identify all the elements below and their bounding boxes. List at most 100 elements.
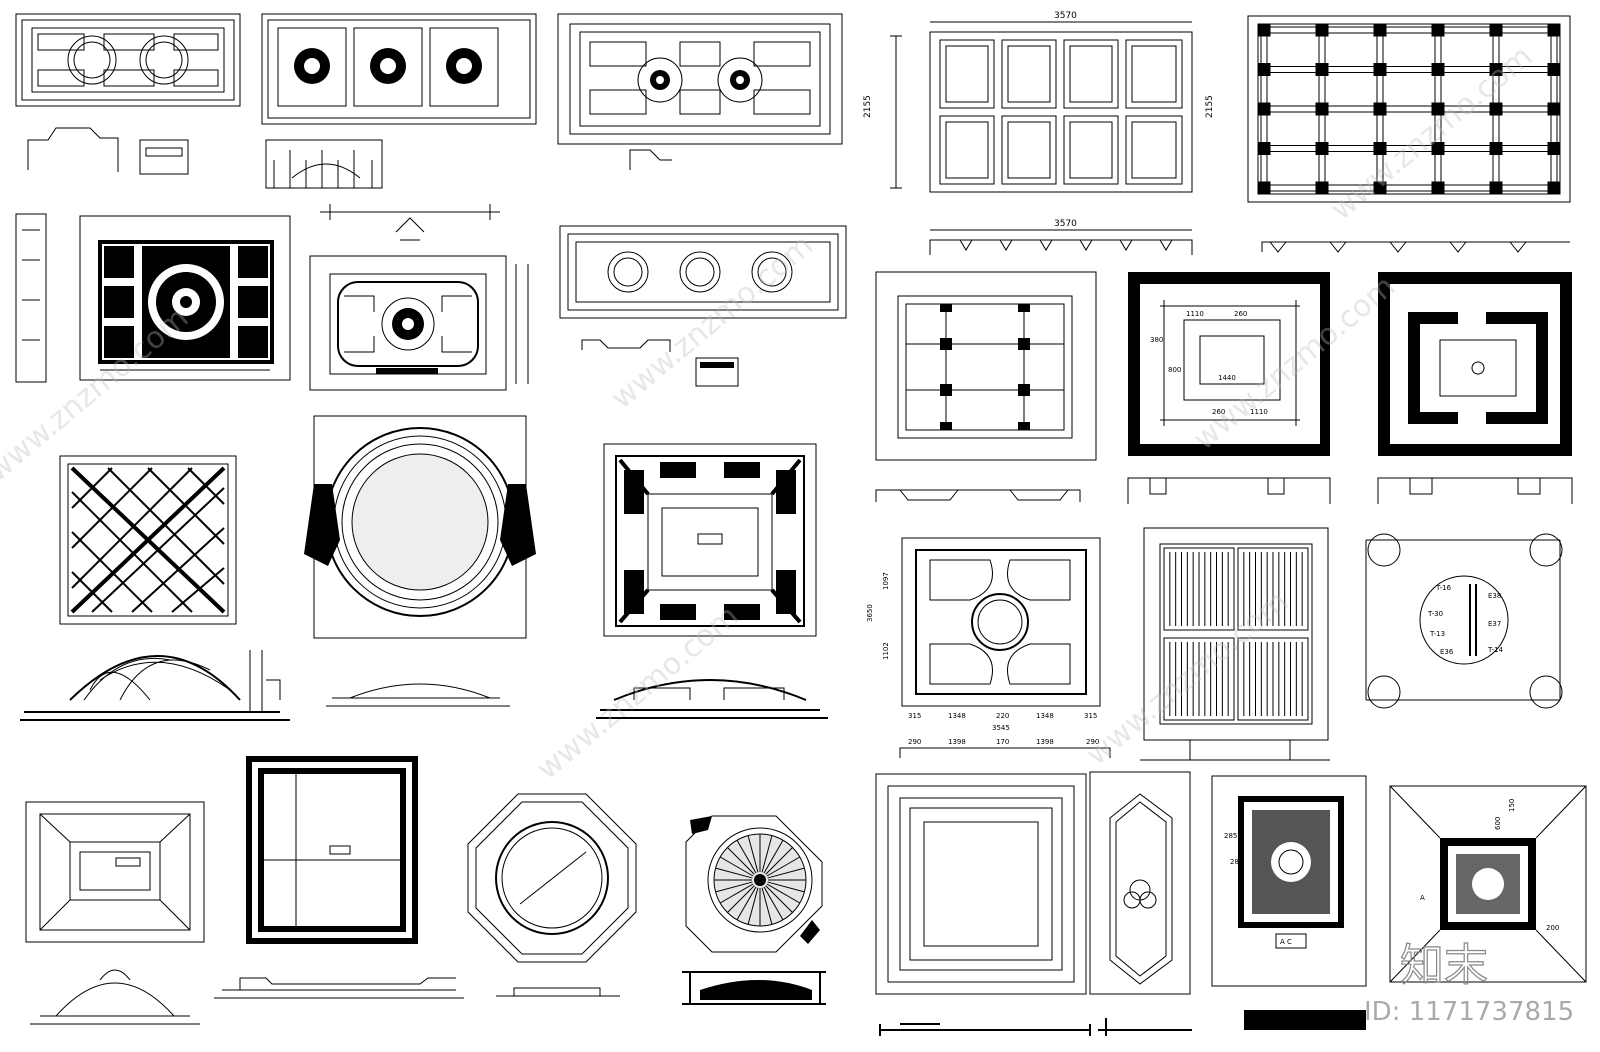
section-detail-callout: T-16 E38 T-30 E37 T-13 E36 T-14	[1365, 533, 1563, 709]
detail-t30: T-30	[1427, 610, 1443, 618]
radial-rib	[767, 881, 805, 893]
dim-ring-1398a: 1398	[948, 738, 966, 746]
radial-rib	[747, 835, 759, 873]
section-dome-lattice	[20, 650, 290, 721]
dim-ring-220: 220	[996, 712, 1009, 720]
radial-rib	[761, 835, 773, 873]
detail-e37: E37	[1488, 620, 1501, 628]
coffer-node	[1315, 102, 1329, 116]
detail-t13: T-13	[1429, 630, 1445, 638]
ceiling-plan-ornate-frame	[1377, 272, 1573, 504]
radial-rib	[766, 883, 801, 904]
dim-bottom-width: 3570	[1054, 219, 1077, 229]
coffer-node	[1431, 23, 1445, 37]
dim-right-height: 2155	[1205, 95, 1215, 118]
coffer-beam-h	[1263, 184, 1555, 192]
ceiling-plan-three-circles	[559, 225, 847, 387]
coffer-node	[1489, 181, 1503, 195]
dim-ring-total: 3545	[992, 724, 1010, 732]
dim-ring-1398b: 1398	[1036, 738, 1054, 746]
dim-grid-1110-bottom: 1110	[1250, 408, 1268, 416]
coffer-node	[1257, 102, 1271, 116]
ceiling-plan-three-rosettes	[261, 13, 537, 189]
ceiling-plan-dimensioned-grid: 1110 260 1440 380 800 1110 260	[1127, 272, 1331, 504]
ceiling-plan-frame-trapezoids	[596, 443, 828, 719]
dim-ring-170: 170	[996, 738, 1009, 746]
radial-rib	[765, 847, 793, 875]
detail-e38: E38	[1488, 592, 1501, 600]
dim-sq-600: 600	[1494, 817, 1502, 830]
coffer-node	[1431, 102, 1445, 116]
coffer-node	[1315, 142, 1329, 155]
dim-ring-3650: 3650	[866, 604, 874, 622]
coffer-node	[1489, 23, 1503, 37]
dim-sq-ac: A C	[1280, 938, 1292, 946]
dim-left-height: 2155	[863, 95, 873, 118]
watermark-1: www.znzmo.com	[0, 300, 195, 489]
coffer-node	[1373, 23, 1387, 37]
dim-grid-260-top: 260	[1234, 310, 1247, 318]
ceiling-plan-circle-quatrefoil: 3650 1097 1102 315 1348 220 1348 315 354…	[866, 537, 1111, 758]
coffer-node	[1257, 181, 1271, 195]
ceiling-plan-mosaic-square: A C 285 285	[1211, 775, 1367, 1030]
coffer-node	[1373, 63, 1387, 76]
dim-ring-290b: 290	[1086, 738, 1099, 746]
radial-rib	[715, 881, 753, 893]
section-detail-a	[27, 127, 189, 175]
coffer-node	[1489, 63, 1503, 76]
dim-sq-285b: 285	[1230, 858, 1243, 866]
dim-ring-315a: 315	[908, 712, 921, 720]
detail-t14: T-14	[1487, 646, 1504, 654]
dim-ring-1102: 1102	[882, 642, 890, 660]
ceiling-plan-rosette-panel	[15, 213, 291, 383]
dim-sq-285a: 285	[1224, 832, 1237, 840]
coffer-node	[1257, 23, 1271, 37]
radial-rib	[761, 887, 773, 925]
radial-rib	[763, 839, 784, 874]
radial-rib	[715, 867, 753, 879]
ceiling-plan-mosaic-framed: 150 600 200 A	[1389, 785, 1587, 983]
radial-rib	[765, 885, 793, 913]
dim-sq-a: A	[1420, 894, 1425, 902]
coffer-node	[1431, 181, 1445, 195]
ceiling-plan-coffered-grid	[1247, 15, 1571, 253]
dim-ring-315b: 315	[1084, 712, 1097, 720]
detail-e36: E36	[1440, 648, 1454, 656]
coffer-node	[1431, 142, 1445, 155]
ceiling-plan-dome-circle	[304, 415, 536, 707]
site-logo: 知末	[1400, 940, 1488, 991]
ceiling-plan-eight-panels: 3570 2155 2155 3570	[863, 11, 1215, 255]
dim-ring-1097: 1097	[882, 572, 890, 590]
dim-grid-260-bottom: 260	[1212, 408, 1225, 416]
ceiling-plan-chandelier-oval	[309, 204, 529, 391]
id-label: ID: 1171737815	[1364, 997, 1574, 1027]
ceiling-plan-octagon-radial	[682, 815, 826, 1005]
radial-rib	[736, 886, 757, 921]
dim-grid-380: 380	[1150, 336, 1163, 344]
coffer-node	[1431, 63, 1445, 76]
coffer-node	[1315, 181, 1329, 195]
coffer-node	[1547, 63, 1561, 76]
coffer-node	[1315, 63, 1329, 76]
ceiling-plan-octagon	[467, 793, 637, 997]
dim-sq-150: 150	[1508, 799, 1516, 812]
coffer-node	[1547, 23, 1561, 37]
coffer-beam-h	[1263, 26, 1555, 34]
dim-ring-1348a: 1348	[948, 712, 966, 720]
coffer-node	[1257, 142, 1271, 155]
radial-rib	[763, 886, 784, 921]
coffer-node	[1373, 142, 1387, 155]
ceiling-plan-diamond-x	[59, 455, 237, 625]
radial-rib	[727, 847, 755, 875]
radial-rib	[719, 883, 754, 904]
ceiling-plan-bordered-square	[214, 756, 464, 999]
radial-rib	[719, 856, 754, 877]
radial-rib	[767, 867, 805, 879]
radial-rib	[747, 887, 759, 925]
dim-sq-200: 200	[1546, 924, 1559, 932]
coffer-node	[1547, 181, 1561, 195]
coffer-node	[1489, 142, 1503, 155]
ceiling-plan-stepped-square	[25, 801, 205, 1025]
coffer-node	[1489, 102, 1503, 116]
